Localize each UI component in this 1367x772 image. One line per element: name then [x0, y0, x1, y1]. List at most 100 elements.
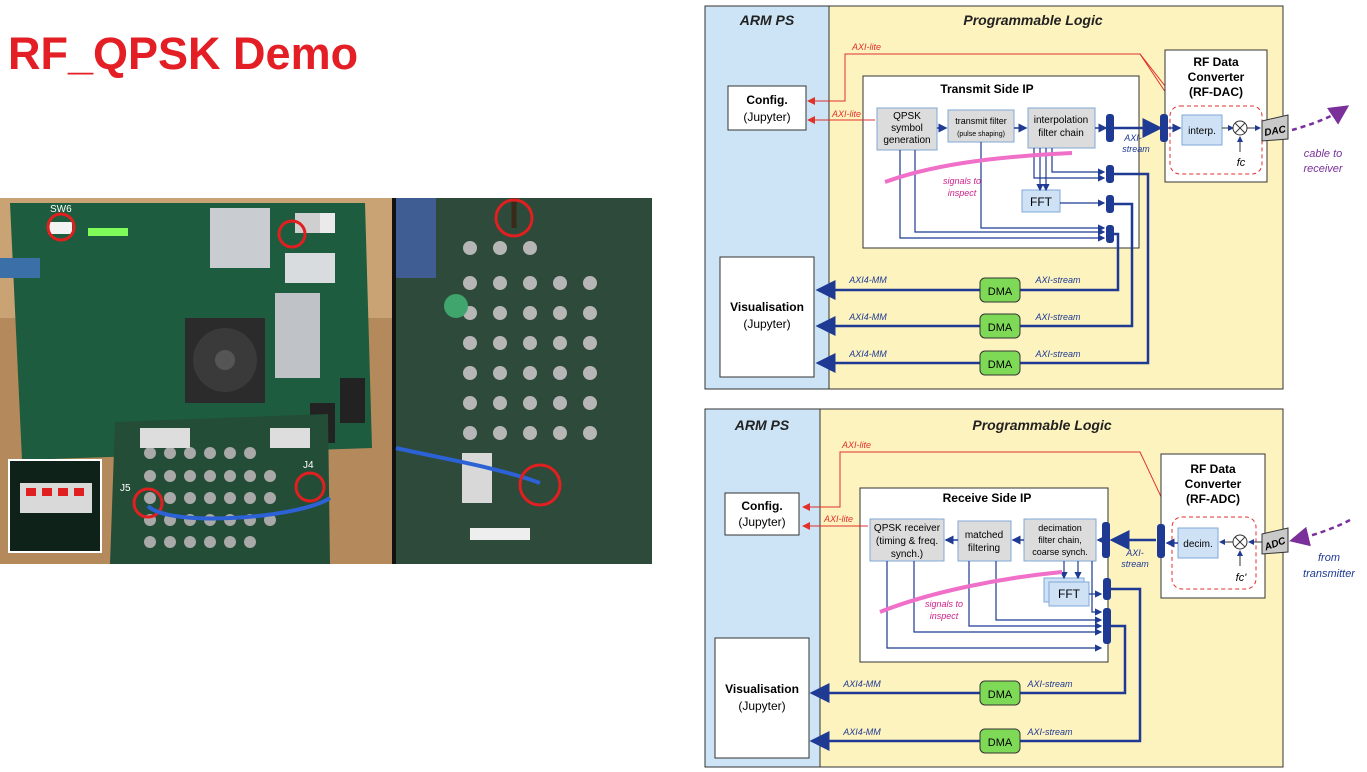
tx-rfdc-l1: RF Data: [1193, 55, 1239, 69]
tx-ip-box: [862, 75, 1140, 249]
led-circle: [277, 219, 307, 249]
tx-interp-short: interp.: [1188, 126, 1216, 137]
rx-from-l1: from: [1318, 552, 1340, 564]
tx-axis-l1: AXI-: [1123, 133, 1142, 143]
tx-signals-l2: inspect: [948, 188, 977, 198]
tx-config-title: Config.: [746, 93, 787, 107]
bottom-sma-circle: [518, 463, 562, 507]
tx-vis-title: Visualisation: [730, 300, 804, 314]
rx-axi4mm-1: AXI4-MM: [842, 679, 881, 689]
tx-qpsk-block: [876, 107, 938, 151]
rx-decim-small: [1177, 527, 1219, 559]
rx-signals-l2: inspect: [930, 611, 959, 621]
tx-axistream-2: AXI-stream: [1034, 312, 1081, 322]
rx-dma-2: [979, 728, 1021, 754]
sw6-label: SW6: [50, 204, 72, 215]
tx-axis-l2: stream: [1122, 144, 1150, 154]
rx-config-sub: (Jupyter): [738, 515, 785, 529]
j5-circle: [132, 487, 164, 519]
tx-qpsk-l1: QPSK: [893, 111, 921, 122]
rx-axistream-1: AXI-stream: [1026, 679, 1073, 689]
rx-decim-short: decim.: [1183, 539, 1212, 550]
tx-interp-l2: filter chain: [1038, 128, 1084, 139]
tx-axi-lite-left: AXI-lite: [831, 109, 861, 119]
tx-pl-label: Programmable Logic: [963, 12, 1102, 28]
rx-rfdc-l1: RF Data: [1190, 462, 1236, 476]
rx-dma-1-label: DMA: [988, 689, 1013, 701]
rx-config-box: [724, 492, 800, 536]
rx-axis-l2: stream: [1121, 559, 1149, 569]
j4-circle: [294, 471, 326, 503]
tx-cable-l2: receiver: [1303, 163, 1343, 175]
rx-fft-label: FFT: [1058, 587, 1081, 601]
tx-dma-3-label: DMA: [988, 359, 1013, 371]
rx-qpsk-l2: (timing & freq.: [876, 536, 938, 547]
tx-inspect-curve: [884, 151, 1073, 184]
rx-dma-2-label: DMA: [988, 737, 1013, 749]
rx-axi4mm-2: AXI4-MM: [842, 727, 881, 737]
xm500-closeup: [396, 198, 652, 564]
rx-decim-l2: filter chain,: [1038, 535, 1082, 545]
tx-vis-box: [719, 256, 815, 378]
rx-arm-ps-label: ARM PS: [734, 417, 790, 433]
tx-axistream-1: AXI-stream: [1034, 275, 1081, 285]
top-sma-circle: [494, 198, 534, 238]
rx-dma-1: [979, 680, 1021, 706]
tx-config-sub: (Jupyter): [743, 110, 790, 124]
tx-axistream-3: AXI-stream: [1034, 349, 1081, 359]
tx-ip-title: Transmit Side IP: [940, 82, 1033, 96]
tx-axi4mm-2: AXI4-MM: [848, 312, 887, 322]
tx-dma-3: [979, 350, 1021, 376]
tx-dac-label: DAC: [1263, 124, 1287, 139]
tx-dma-1: [979, 277, 1021, 303]
tx-vis-sub: (Jupyter): [743, 317, 790, 331]
j4-label: J4: [303, 460, 314, 471]
slide-title: RF_QPSK Demo: [8, 28, 359, 79]
tx-cable-l1: cable to: [1304, 148, 1343, 160]
rx-decim-l1: decimation: [1038, 523, 1082, 533]
j5-label: J5: [120, 483, 131, 494]
rx-axistream-2: AXI-stream: [1026, 727, 1073, 737]
tx-config-box: [727, 85, 807, 131]
tx-axi-lite-top: AXI-lite: [851, 42, 881, 52]
tx-qpsk-l2: symbol: [891, 123, 923, 134]
tx-rfdc-l3: (RF-DAC): [1189, 85, 1243, 99]
rx-axis-l1: AXI-: [1125, 548, 1144, 558]
rx-fc-label: fc': [1236, 572, 1248, 584]
rx-signals-l1: signals to: [925, 599, 963, 609]
tx-dma-2: [979, 313, 1021, 339]
tx-qpsk-l3: generation: [883, 135, 930, 146]
tx-dac-icon: [1261, 114, 1289, 142]
tx-rfdc-l2: Converter: [1188, 70, 1245, 84]
rx-vis-sub: (Jupyter): [738, 699, 785, 713]
rx-rfdc-l2: Converter: [1185, 477, 1242, 491]
tx-dma-1-label: DMA: [988, 286, 1013, 298]
rx-axi-lite-top: AXI-lite: [841, 440, 871, 450]
tx-filter-l2: (pulse shaping): [957, 131, 1005, 138]
tx-axi4mm-3: AXI4-MM: [848, 349, 887, 359]
rx-matched-l1: matched: [965, 530, 1003, 541]
rx-from-l2: transmitter: [1303, 568, 1356, 580]
tx-axi4mm-1: AXI4-MM: [848, 275, 887, 285]
rx-ip-title: Receive Side IP: [943, 491, 1032, 505]
rx-qpsk-block: [869, 518, 945, 562]
tx-filter-block: [947, 109, 1015, 143]
tx-fft-label: FFT: [1030, 195, 1053, 209]
rx-rfadc-box: [1160, 453, 1266, 599]
rx-matched-l2: filtering: [968, 543, 1000, 554]
rx-vis-box: [714, 637, 810, 759]
rx-config-title: Config.: [741, 499, 782, 513]
rx-ip-box: [859, 487, 1109, 663]
rx-axi-lite-left: AXI-lite: [823, 514, 853, 524]
tx-fc-label: fc: [1237, 157, 1246, 169]
rx-pl-label: Programmable Logic: [972, 417, 1111, 433]
rx-qpsk-l3: synch.): [891, 549, 923, 560]
rx-decim-block: [1023, 518, 1097, 562]
loopback-cable: [146, 496, 332, 521]
rx-adc-icon: [1261, 527, 1289, 555]
hardware-photo: SW6 J5 J4: [0, 198, 652, 564]
sw6-circle: [46, 212, 76, 242]
tx-arm-ps-label: ARM PS: [739, 12, 795, 28]
tx-signals-l1: signals to: [943, 176, 981, 186]
rx-decim-l3: coarse synch.: [1032, 547, 1088, 557]
